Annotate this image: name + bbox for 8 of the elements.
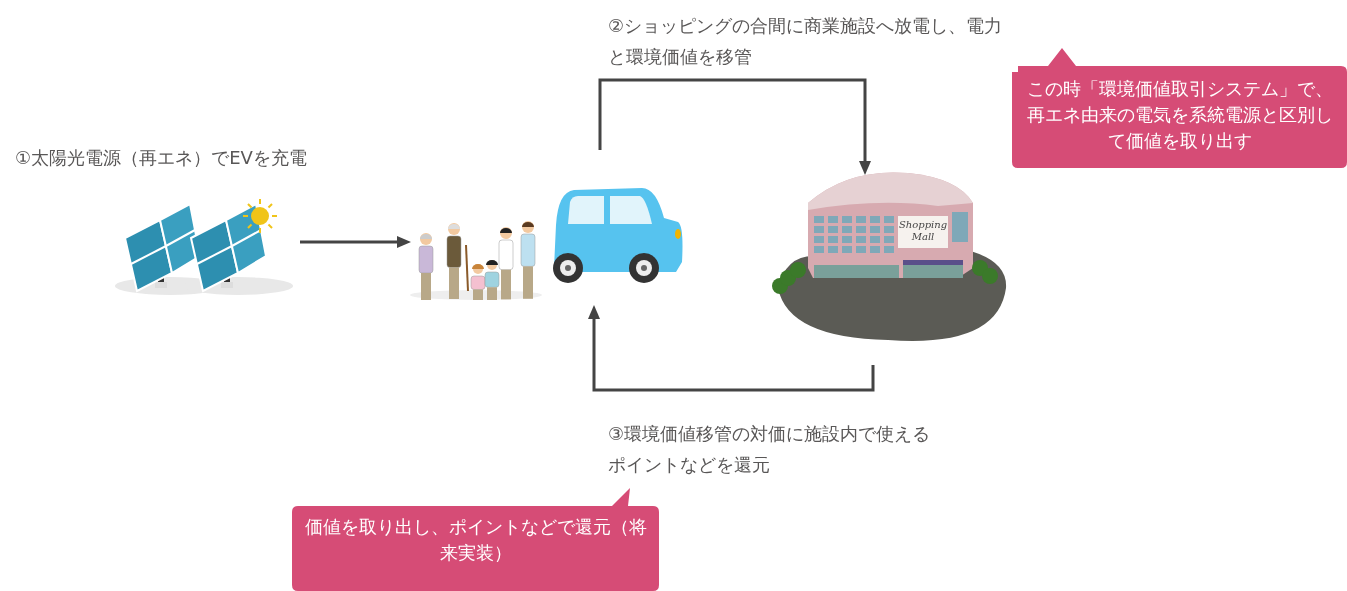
arrow: [300, 236, 411, 248]
callout-text: 価値を取り出し、ポイントなどで還元（将来実装）: [303, 515, 648, 565]
speech-bubble: [1012, 48, 1347, 168]
sign-text: Shopping Mall: [899, 219, 947, 243]
arrow: [588, 305, 875, 392]
speech-bubble: [292, 488, 659, 591]
arrow: [598, 78, 871, 175]
callout-text: この時「環境価値取引システム」で、再エネ由来の電気を系統電源と区別して価値を取り出す: [1025, 77, 1334, 153]
